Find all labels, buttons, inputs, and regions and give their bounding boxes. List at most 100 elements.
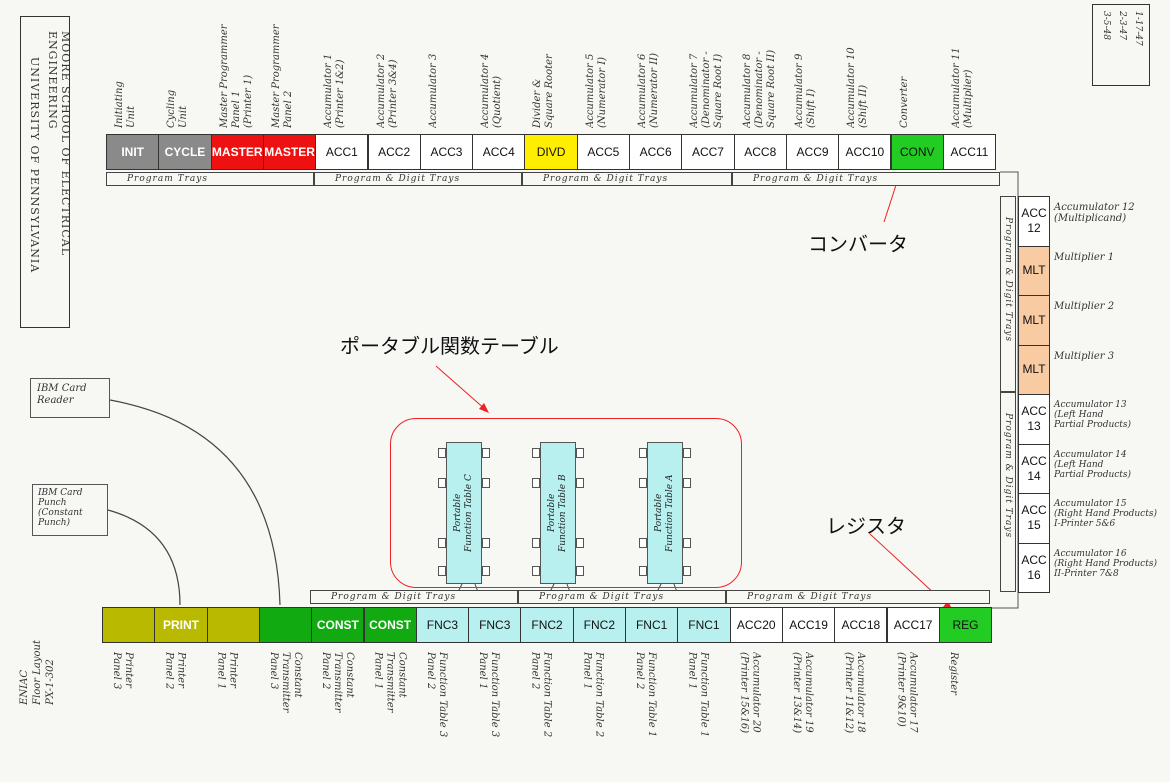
bottom-label-8: Function Table 3 Panel 1	[477, 652, 501, 738]
top-label-14: Accumulator 9 (Shift I)	[793, 53, 817, 128]
top-label-10: Accumulator 5 (Numerator I)	[584, 53, 608, 128]
right-label-4: Multiplier 3	[1054, 350, 1115, 362]
portable-function-table-area	[390, 418, 742, 588]
bottom-panel-fnc2-9: FNC2	[520, 607, 574, 643]
table-leg	[482, 448, 490, 458]
right-panel-7: ACC 15	[1018, 493, 1050, 544]
function-table-label: Portable Function Table A	[654, 474, 675, 552]
top-panel-divd: DIVD	[524, 134, 578, 170]
bottom-panel-fnc1-12: FNC1	[677, 607, 731, 643]
top-label-12: Accumulator 7 (Denominator - Square Root…	[689, 51, 725, 128]
top-label-3: Master Programmer Panel 1 (Printer 1)	[218, 24, 254, 128]
top-panel-acc8: ACC8	[733, 134, 787, 170]
bottom-label-6: Constant Transmitter Panel 1	[372, 652, 408, 713]
bottom-label-16: Accumulator 17 (Printer 9&10)	[895, 652, 919, 733]
institution-box: MOORE SCHOOL OF ELECTRICAL ENGINEERING U…	[20, 16, 72, 328]
function-table-a: Portable Function Table A	[647, 442, 683, 584]
top-label-4: Master Programmer Panel 2	[270, 24, 294, 128]
bottom-label-5: Constant Transmitter Panel 2	[320, 652, 356, 713]
right-label-6: Accumulator 14 (Left Hand Partial Produc…	[1054, 449, 1132, 480]
top-panel-acc1: ACC1	[315, 134, 369, 170]
annotation-register: レジスタ	[826, 514, 906, 538]
right-label-7: Accumulator 15 (Right Hand Products) I-P…	[1054, 499, 1157, 529]
table-leg	[482, 566, 490, 576]
right-panel-2: MLT	[1018, 245, 1050, 296]
function-table-label: Portable Function Table C	[453, 474, 474, 552]
revision-1: 1-17-47	[1133, 11, 1143, 46]
top-panel-master: MASTER	[262, 134, 317, 170]
table-leg	[532, 538, 540, 548]
right-label-2: Multiplier 1	[1054, 251, 1115, 263]
bottom-panel-fnc3-7: FNC3	[415, 607, 470, 643]
bottom-label-7: Function Table 3 Panel 2	[424, 652, 448, 738]
bottom-tray-2: Program & Digit Trays	[518, 590, 726, 604]
bottom-tray-3: Program & Digit Trays	[726, 590, 990, 604]
bottom-panel-acc20-13: ACC20	[729, 607, 783, 643]
top-panel-acc5: ACC5	[576, 134, 630, 170]
top-tray-2: Program & Digit Trays	[314, 172, 522, 186]
table-leg	[532, 566, 540, 576]
bottom-label-15: Accumulator 18 (Printer 11&12)	[843, 652, 867, 734]
right-label-8: Accumulator 16 (Right Hand Products) II-…	[1054, 548, 1157, 579]
top-panel-acc3: ACC3	[419, 134, 474, 170]
table-leg	[683, 448, 691, 458]
top-panel-master: MASTER	[210, 134, 264, 170]
function-table-b: Portable Function Table B	[540, 442, 576, 584]
top-label-15: Accumulator 10 (Shift II)	[846, 47, 870, 128]
revision-box: 1-17-47 2-3-47 3-5-48	[1092, 4, 1150, 86]
top-panel-init: INIT	[106, 134, 160, 170]
table-leg	[576, 478, 584, 488]
bottom-label-4: Constant Transmitter Panel 3	[267, 652, 303, 713]
right-label-5: Accumulator 13 (Left Hand Partial Produc…	[1054, 400, 1132, 430]
floor-layout-note: ENIAC Floor Layout PX-1-302	[19, 640, 56, 705]
right-tray-1: Program & Digit Trays	[1000, 196, 1016, 392]
table-leg	[438, 538, 446, 548]
bottom-panel-const-5: CONST	[311, 607, 365, 643]
table-leg	[639, 538, 647, 548]
top-label-8: Accumulator 4 (Quotient)	[480, 53, 504, 128]
function-table-c: Portable Function Table C	[446, 442, 482, 584]
right-panel-8: ACC 16	[1018, 542, 1050, 593]
bottom-panel-fnc1-11: FNC1	[625, 607, 679, 643]
bottom-panel-blank-3	[206, 607, 260, 643]
bottom-panel-fnc2-10: FNC2	[572, 607, 626, 643]
bottom-panel-reg-17: REG	[938, 607, 993, 643]
table-leg	[438, 448, 446, 458]
top-panel-acc7: ACC7	[681, 134, 735, 170]
bottom-panel-const-6: CONST	[363, 607, 417, 643]
top-label-9: Divider & Square Rooter	[532, 54, 556, 128]
top-label-2: Cycling Unit	[166, 89, 190, 128]
institution-line-1: MOORE SCHOOL OF ELECTRICAL ENGINEERING	[46, 31, 72, 257]
top-label-13: Accumulator 8 (Denominator - Square Root…	[741, 49, 777, 128]
revision-3: 3-5-48	[1101, 11, 1111, 40]
table-leg	[683, 566, 691, 576]
bottom-label-11: Function Table 1 Panel 2	[634, 652, 657, 738]
table-leg	[482, 478, 490, 488]
bottom-label-12: Function Table 1 Panel 1	[686, 652, 710, 738]
top-panel-acc4: ACC4	[472, 134, 526, 170]
bottom-panel-blank-4	[258, 607, 313, 643]
institution-line-2: UNIVERSITY OF PENNSYLVANIA	[28, 57, 41, 274]
top-panel-acc11: ACC11	[942, 134, 997, 170]
top-tray-3: Program & Digit Trays	[522, 172, 732, 186]
table-leg	[639, 478, 647, 488]
top-label-5: Accumulator 1 (Printer 1&2)	[323, 53, 347, 128]
bottom-label-9: Function Table 2 Panel 2	[529, 652, 553, 738]
bottom-panel-acc19-14: ACC19	[781, 607, 836, 643]
top-panel-acc6: ACC6	[629, 134, 683, 170]
bottom-label-2: Printer Panel 2	[163, 652, 187, 690]
top-label-16: Converter	[898, 76, 910, 128]
bottom-panel-blank-1	[102, 607, 156, 643]
ibm-card-reader: IBM Card Reader	[30, 378, 110, 418]
top-panel-acc2: ACC2	[367, 134, 421, 170]
top-panel-acc9: ACC9	[785, 134, 840, 170]
table-leg	[639, 448, 647, 458]
right-panel-6: ACC 14	[1018, 443, 1050, 494]
right-tray-2: Program & Digit Trays	[1000, 392, 1016, 592]
top-label-1: Initiating Unit	[114, 81, 137, 128]
right-panel-3: MLT	[1018, 295, 1050, 346]
top-panel-conv: CONV	[890, 134, 944, 170]
bottom-label-10: Function Table 2 Panel 1	[581, 652, 605, 738]
bottom-label-17: Register	[947, 652, 959, 695]
top-tray-4: Program & Digit Trays	[732, 172, 1000, 186]
